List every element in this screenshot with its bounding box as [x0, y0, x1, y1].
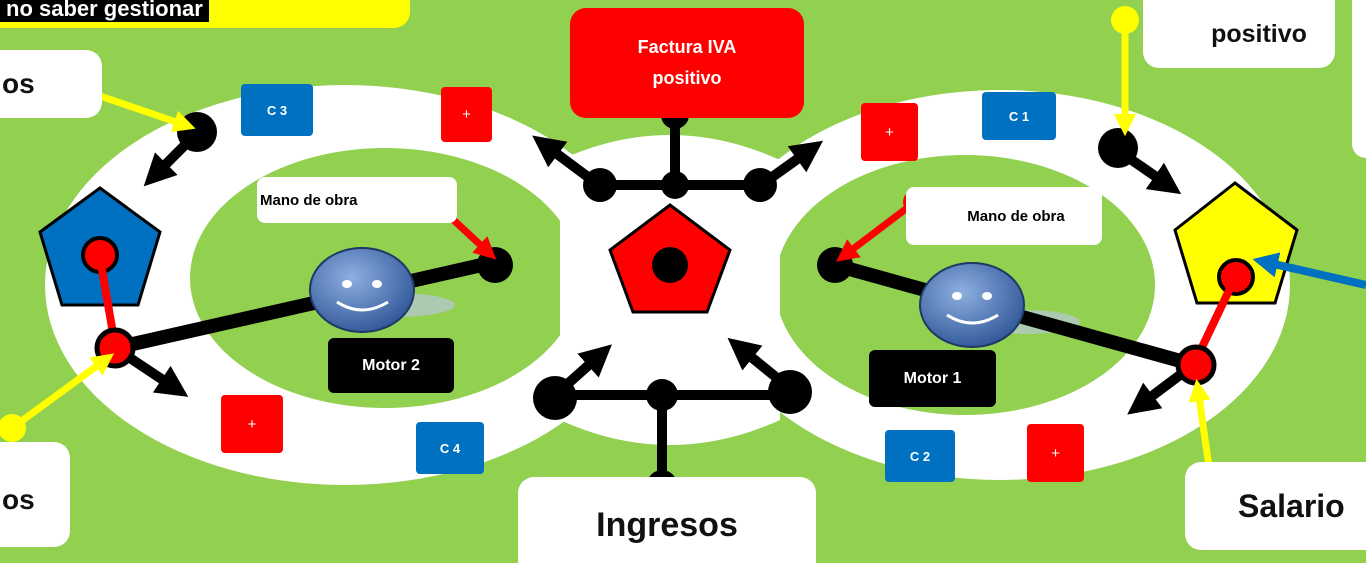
right-edge-panel [1352, 0, 1366, 158]
right-plus-bottom: + [1027, 424, 1084, 482]
left-flow-arrow-top [143, 136, 194, 187]
left-plus-bottom: + [221, 395, 283, 453]
salary-box: Salario [1185, 462, 1366, 550]
right-tag-c1: C 1 [982, 92, 1056, 140]
left-tag-c3: C 3 [241, 84, 313, 136]
left-flow-arrow-bottom [127, 353, 189, 397]
left-motor-label: Motor 2 [328, 338, 454, 393]
yellow-input-arrow-bottom-left [9, 353, 115, 431]
bottom-distribution-tree [533, 337, 812, 500]
title-banner: no saber gestionar [0, 0, 410, 28]
red-labor-arrow-right [836, 199, 918, 262]
right-crank-pin [1175, 344, 1217, 386]
smiley-icon [309, 247, 415, 333]
left-plus-top: + [441, 87, 492, 142]
right-tag-c2: C 2 [885, 430, 955, 482]
positive-box: positivo [1143, 0, 1335, 68]
right-plus-top: + [861, 103, 918, 161]
left-bottom-box: os [0, 442, 70, 547]
right-flow-arrow-top [1123, 151, 1182, 195]
left-top-box: os [0, 50, 102, 118]
income-box: Ingresos [518, 477, 816, 563]
left-tag-c4: C 4 [416, 422, 484, 474]
left-labor-label: Mano de obra [257, 177, 457, 223]
right-labor-label: Mano de obra [906, 187, 1102, 245]
smiley-icon [919, 262, 1025, 348]
right-motor-label: Motor 1 [869, 350, 996, 407]
blue-input-arrow-right [1252, 252, 1366, 289]
left-crankshaft [113, 255, 497, 355]
right-flow-arrow-bottom [1127, 371, 1183, 415]
invoice-vat-box: Factura IVA positivo [570, 8, 804, 118]
